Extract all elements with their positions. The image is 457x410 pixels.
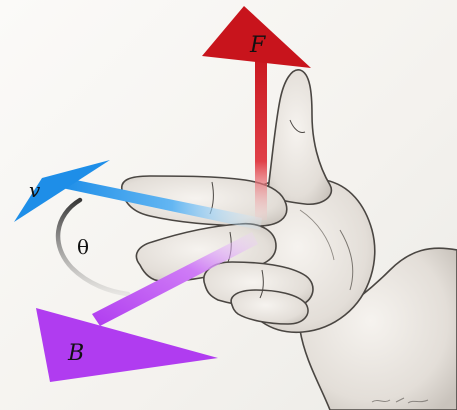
field-arrow (36, 232, 258, 382)
force-label: F (249, 33, 266, 58)
artist-signature (371, 397, 429, 404)
angle-label: θ (77, 235, 89, 259)
force-arrow (202, 6, 311, 220)
velocity-arrow-shaft (62, 178, 262, 230)
thumb-shape (267, 69, 333, 206)
velocity-arrow-head (14, 160, 110, 222)
field-arrow-shaft (92, 232, 258, 326)
field-label: B (67, 341, 84, 366)
force-arrow-shaft (255, 52, 267, 220)
angle-arc (55, 197, 131, 297)
pinky-finger-shape (230, 289, 309, 325)
velocity-arrow (14, 160, 262, 230)
field-arrow-head (36, 308, 218, 382)
velocity-label: v (29, 178, 41, 202)
index-finger-shape (121, 175, 288, 227)
force-arrow-head (202, 6, 311, 68)
